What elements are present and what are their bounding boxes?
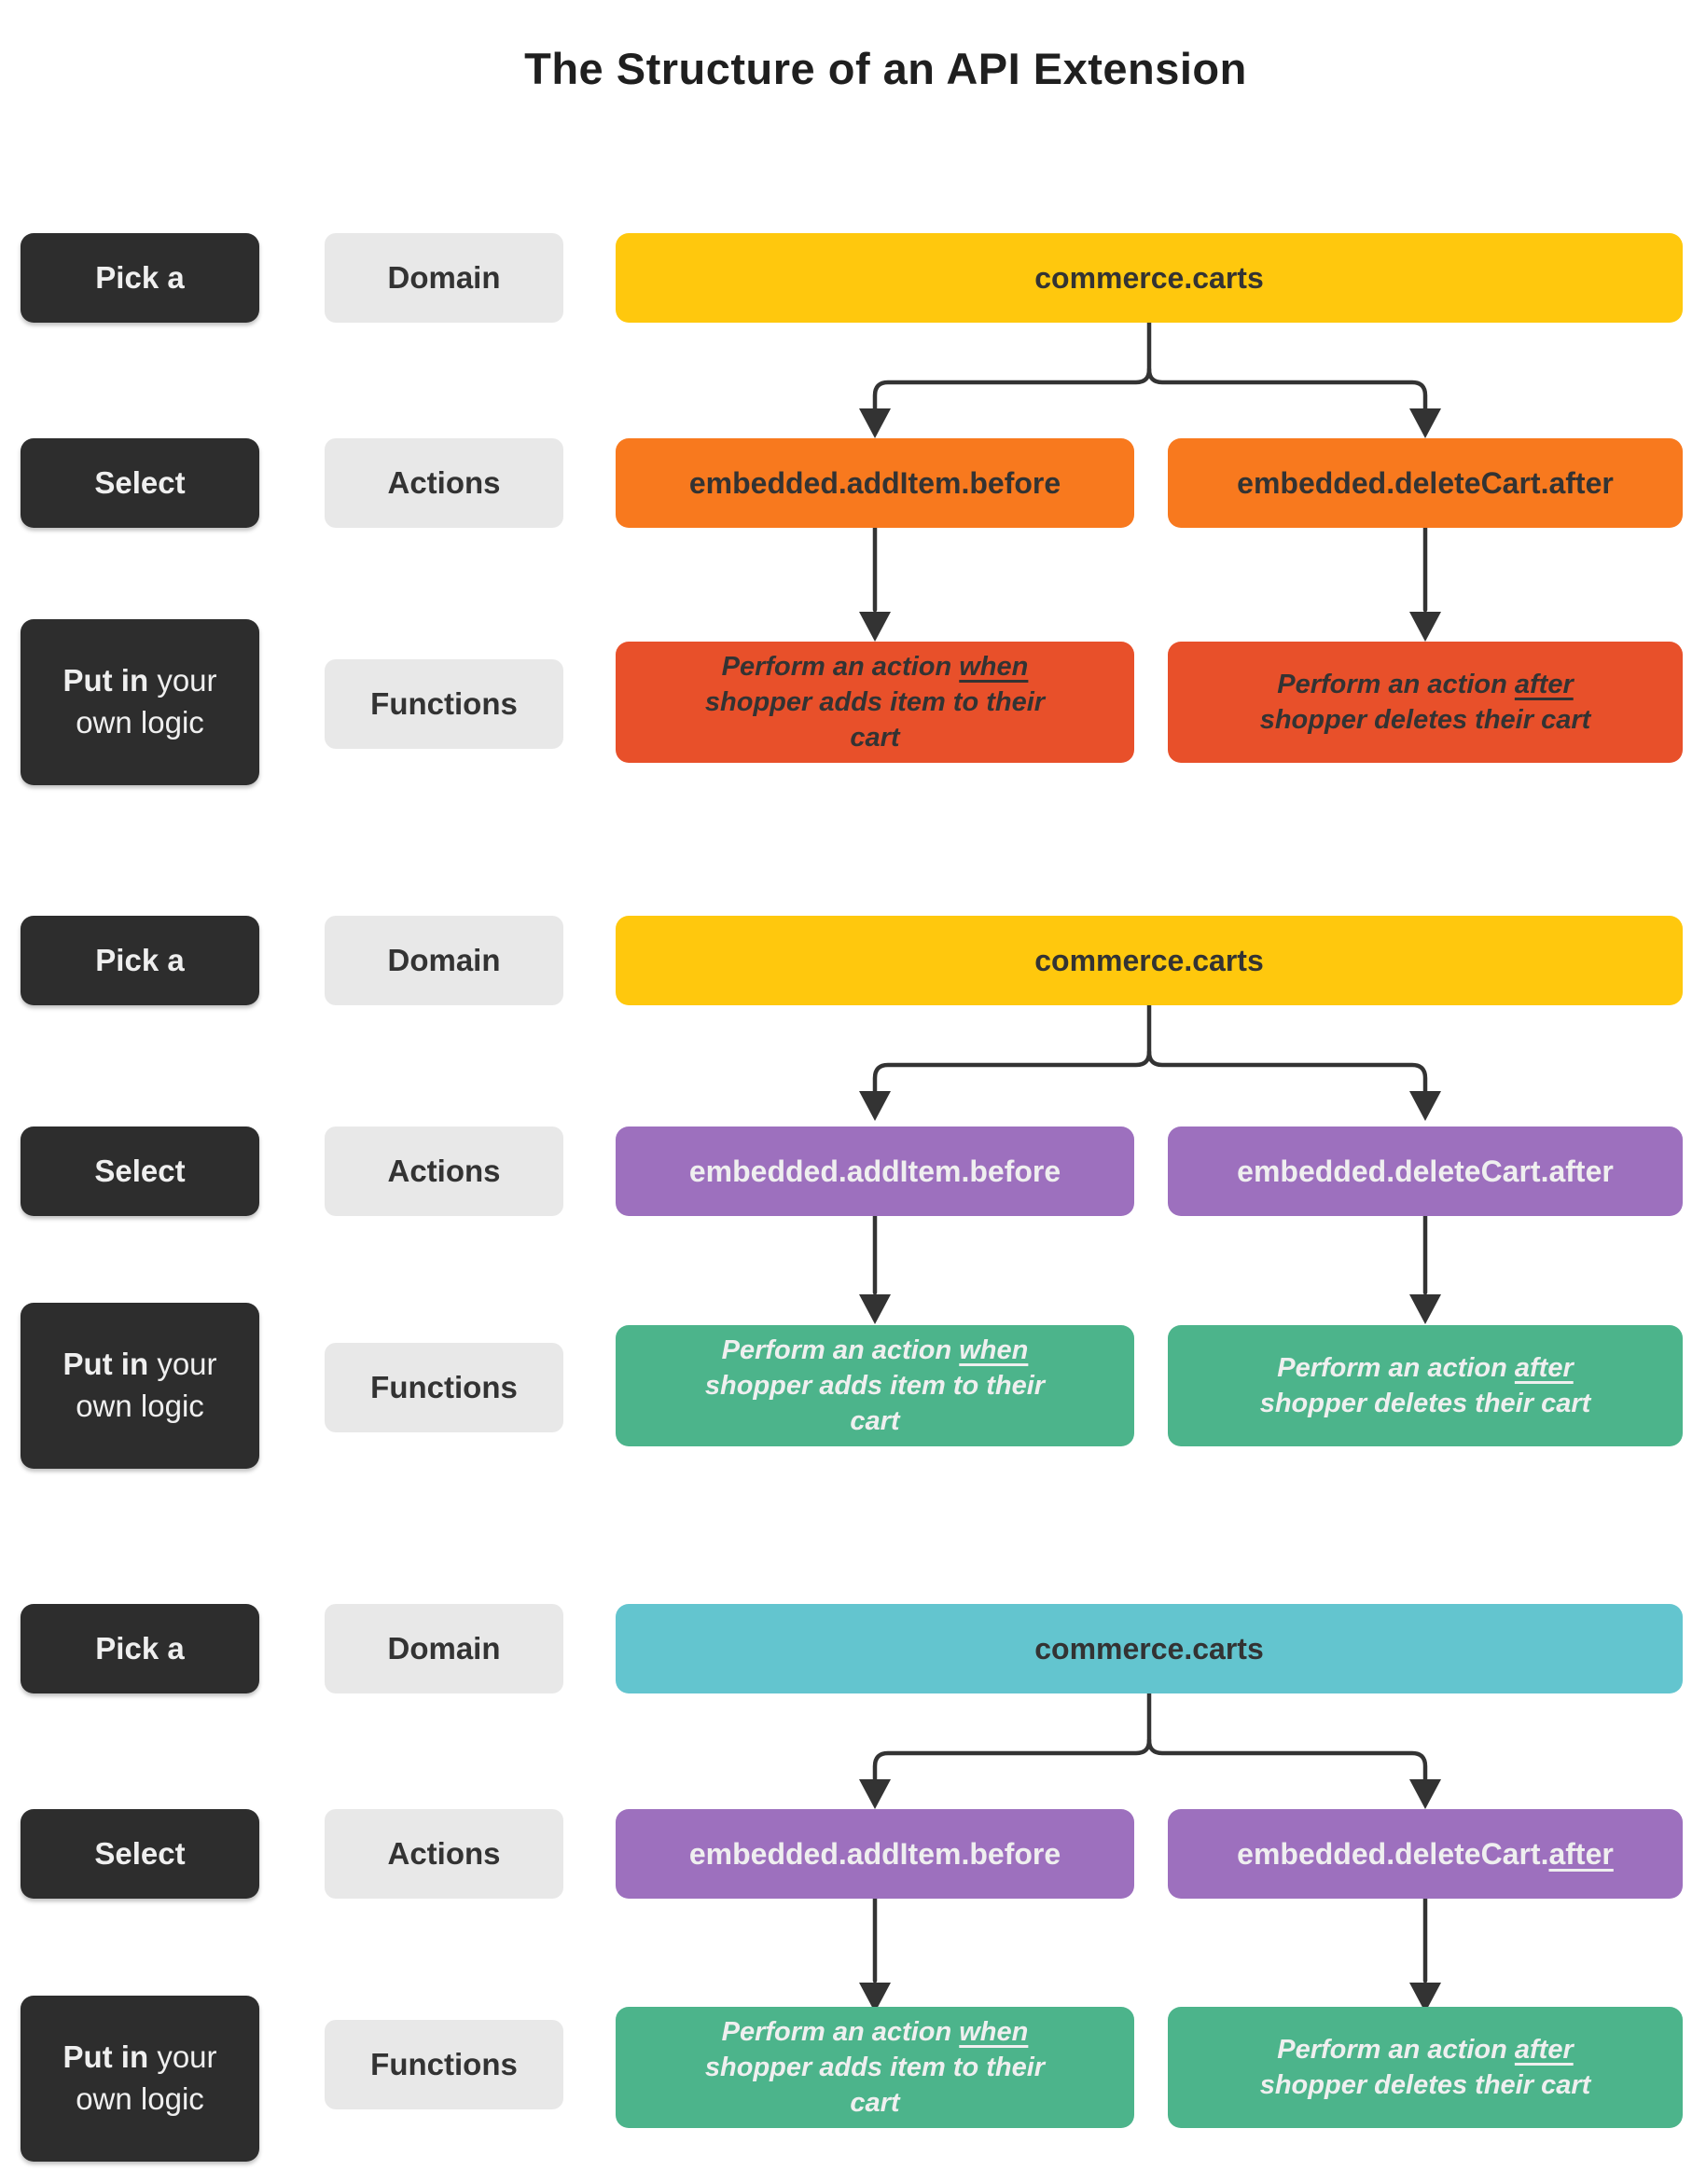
step-put-in-logic-button: Put in your own logic — [21, 1303, 259, 1469]
domain-node: commerce.carts — [616, 916, 1683, 1005]
page-title: The Structure of an API Extension — [524, 44, 1247, 93]
domain-node: commerce.carts — [616, 233, 1683, 323]
action-node-label: embedded.deleteCart.after — [1237, 1836, 1614, 1871]
function-node: Perform an action after shopper deletes … — [1168, 2007, 1683, 2128]
step-pick-a-button: Pick a — [21, 916, 259, 1005]
step-select-button: Select — [21, 438, 259, 528]
function-node-label: Perform an action after shopper deletes … — [1259, 1352, 1591, 1418]
action-node: embedded.deleteCart.after — [1168, 1127, 1683, 1216]
action-node: embedded.addItem.before — [616, 1127, 1134, 1216]
step-select-button: Select — [21, 1127, 259, 1216]
action-node-label: embedded.deleteCart.after — [1237, 1154, 1614, 1188]
layer-label-functions: Functions — [325, 1343, 563, 1432]
step-select-label: Select — [94, 465, 186, 500]
function-node-label: Perform an action when shopper adds item… — [704, 651, 1046, 753]
layer-label-domain: Domain — [325, 916, 563, 1005]
action-node: embedded.deleteCart.after — [1168, 1809, 1683, 1899]
action-node: embedded.deleteCart.after — [1168, 438, 1683, 528]
layer-label-actions: Actions — [325, 1809, 563, 1899]
step-pick-a-label: Pick a — [95, 260, 185, 295]
function-node: Perform an action when shopper adds item… — [616, 1325, 1134, 1446]
step-pick-a-label: Pick a — [95, 1631, 185, 1666]
step-select-label: Select — [94, 1836, 186, 1871]
step-pick-a-button: Pick a — [21, 233, 259, 323]
layer-label-actions: Actions — [325, 1127, 563, 1216]
function-node-label: Perform an action when shopper adds item… — [704, 2016, 1046, 2119]
function-node: Perform an action when shopper adds item… — [616, 2007, 1134, 2128]
function-node: Perform an action after shopper deletes … — [1168, 1325, 1683, 1446]
step-pick-a-button: Pick a — [21, 1604, 259, 1693]
action-node-label: embedded.addItem.before — [688, 1154, 1061, 1188]
action-node-label: embedded.deleteCart.after — [1237, 465, 1614, 500]
domain-node-label: commerce.carts — [1034, 1631, 1264, 1666]
layer-label-actions: Actions — [325, 438, 563, 528]
step-select-label: Select — [94, 1154, 186, 1188]
step-pick-a-label: Pick a — [95, 943, 185, 977]
step-select-button: Select — [21, 1809, 259, 1899]
layer-label-functions: Functions — [325, 659, 563, 749]
action-node: embedded.addItem.before — [616, 1809, 1134, 1899]
function-node-label: Perform an action when shopper adds item… — [704, 1334, 1046, 1437]
domain-node-label: commerce.carts — [1034, 943, 1264, 977]
step-put-in-logic-label: Put in your own logic — [62, 2039, 217, 2116]
action-node-label: embedded.addItem.before — [688, 1836, 1061, 1871]
step-put-in-logic-button: Put in your own logic — [21, 1996, 259, 2162]
layer-label-domain: Domain — [325, 1604, 563, 1693]
domain-node-label: commerce.carts — [1034, 260, 1264, 295]
step-put-in-logic-button: Put in your own logic — [21, 619, 259, 785]
action-node: embedded.addItem.before — [616, 438, 1134, 528]
function-node-label: Perform an action after shopper deletes … — [1259, 2034, 1591, 2100]
domain-node: commerce.carts — [616, 1604, 1683, 1693]
layer-label-functions: Functions — [325, 2020, 563, 2109]
layer-label-domain: Domain — [325, 233, 563, 323]
step-put-in-logic-label: Put in your own logic — [62, 663, 217, 740]
function-node: Perform an action when shopper adds item… — [616, 642, 1134, 763]
function-node-label: Perform an action after shopper deletes … — [1259, 669, 1591, 735]
action-node-label: embedded.addItem.before — [688, 465, 1061, 500]
step-put-in-logic-label: Put in your own logic — [62, 1347, 217, 1423]
function-node: Perform an action after shopper deletes … — [1168, 642, 1683, 763]
